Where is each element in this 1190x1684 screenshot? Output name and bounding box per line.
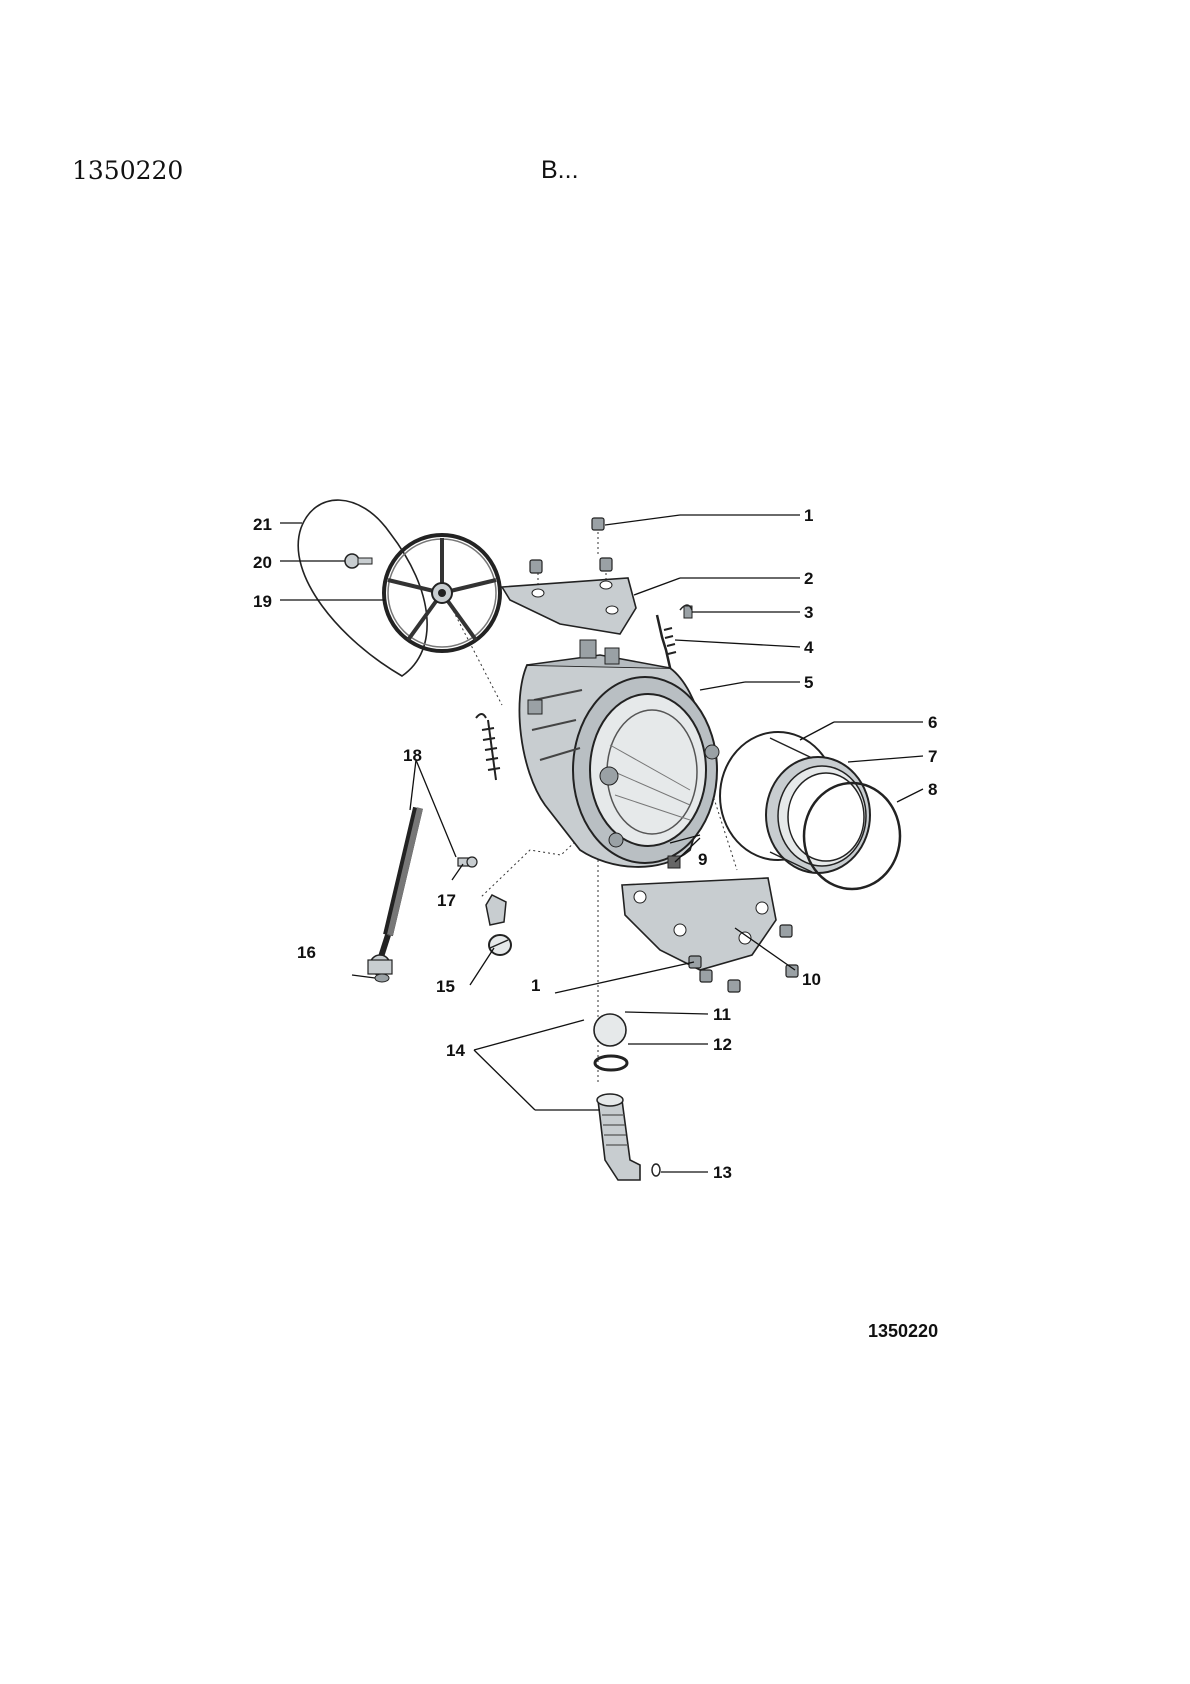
pulley-screw	[344, 553, 373, 569]
callout-numbers: 1 2 3 4 5 6 7 8 9 10 11 12 13 14 15 16 1…	[253, 506, 937, 1182]
hose-o-ring	[651, 1163, 661, 1177]
drain-hose	[596, 1093, 641, 1181]
spring-hook	[679, 604, 693, 619]
bellows-clamp-ring	[802, 781, 902, 891]
callout-7: 7	[928, 747, 937, 766]
callout-11: 11	[713, 1005, 731, 1024]
callout-2: 2	[804, 569, 813, 588]
document-code: 1350220	[72, 156, 184, 185]
callout-3: 3	[804, 603, 813, 622]
drum-pulley	[382, 533, 502, 653]
tub-heater-clip	[485, 894, 512, 956]
callout-20: 20	[253, 553, 272, 572]
callout-10: 10	[802, 970, 821, 989]
callout-9: 9	[698, 850, 707, 869]
section-label: B...	[541, 156, 579, 184]
shock-washer	[374, 973, 390, 983]
counterweight-nuts	[529, 517, 613, 574]
shock-absorber	[367, 806, 423, 976]
suspension-spring-left	[475, 713, 501, 781]
shock-pin	[457, 856, 478, 868]
drive-belt	[297, 499, 428, 677]
counterweight-bolts	[699, 924, 799, 993]
callout-19: 19	[253, 592, 272, 611]
callout-5: 5	[804, 673, 813, 692]
callout-1-bottom: 1	[531, 976, 540, 995]
drain-valve-ball	[593, 1013, 627, 1047]
callout-6: 6	[928, 713, 937, 732]
bottom-counterweight	[621, 877, 777, 971]
callout-14: 14	[446, 1041, 465, 1060]
callout-13: 13	[713, 1163, 732, 1182]
callout-4: 4	[804, 638, 814, 657]
washing-tub	[518, 639, 720, 869]
top-counterweight	[500, 577, 637, 635]
figure-code: 1350220	[868, 1321, 939, 1341]
callout-8: 8	[928, 780, 937, 799]
callout-18: 18	[403, 746, 422, 765]
door-bellows	[719, 731, 871, 874]
callout-21: 21	[253, 515, 272, 534]
hose-clamp	[593, 1054, 629, 1072]
callout-12: 12	[713, 1035, 732, 1054]
callout-16: 16	[297, 943, 316, 962]
callout-1: 1	[804, 506, 813, 525]
callout-15: 15	[436, 977, 455, 996]
callout-17: 17	[437, 891, 456, 910]
counterweight-nut	[688, 955, 702, 969]
callout-leader-lines	[280, 514, 924, 1173]
